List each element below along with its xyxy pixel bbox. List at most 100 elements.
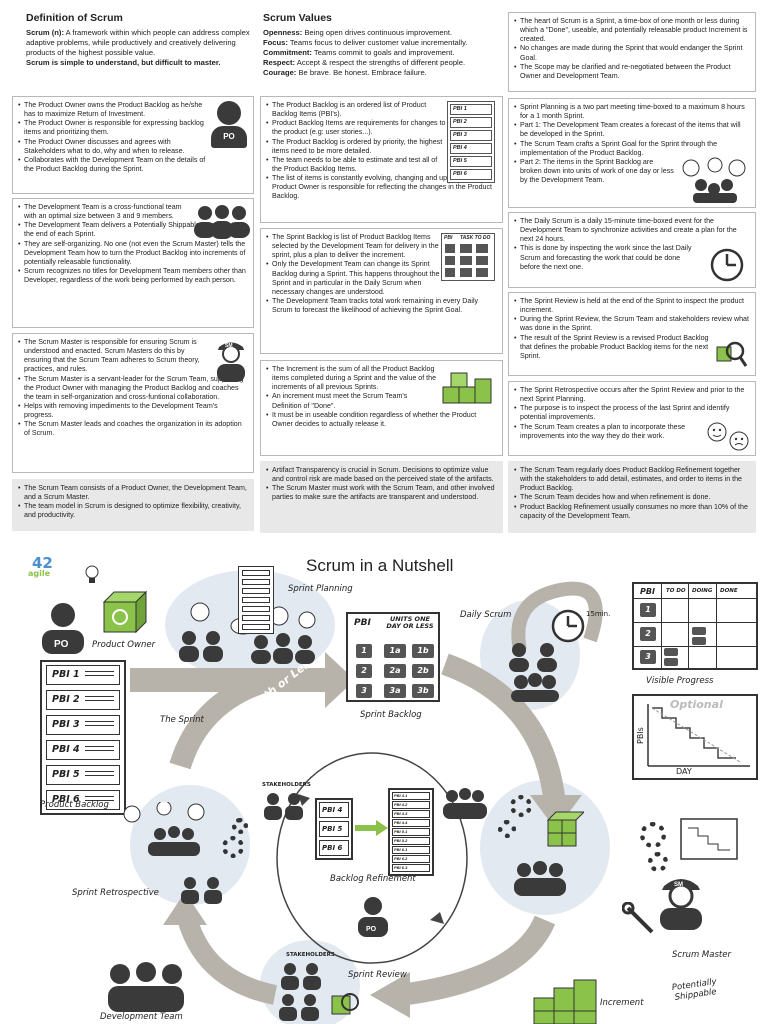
list-item: The Scrum Master is responsible for ensu… bbox=[18, 338, 208, 375]
list-item: It must be in useable condition regardle… bbox=[266, 411, 497, 429]
list-item: Product Backlog Refinement usually consu… bbox=[514, 503, 750, 521]
gear-icon bbox=[498, 820, 516, 838]
gear-icon bbox=[510, 795, 532, 817]
list-item: The Product Backlog is ordered by priori… bbox=[266, 138, 446, 156]
stakeholders-top-label: STAKEHOLDERS bbox=[262, 782, 311, 788]
product-backlog-label: Product Backlog bbox=[40, 800, 109, 810]
day-axis-label: DAY bbox=[676, 767, 692, 776]
definition-heading: Definition of Scrum bbox=[26, 12, 123, 24]
visible-progress-board: PBI TO DO DOING DONE 1 2 3 bbox=[632, 582, 758, 670]
retrospective-figures bbox=[123, 802, 205, 856]
burndown-chart bbox=[632, 694, 758, 780]
sprint-card: The heart of Scrum is a Sprint, a time-b… bbox=[508, 12, 756, 92]
definition-tagline: Scrum is simple to understand, but diffi… bbox=[26, 57, 221, 67]
list-item: No changes are made during the Sprint th… bbox=[514, 44, 750, 62]
sprint-backlog-board: PBI UNITS ONE DAY OR LESS 1 1a 1b 2 2a 2… bbox=[346, 612, 440, 702]
scrum-master-figure: SM bbox=[660, 879, 702, 930]
backlog-refinement-card: The Scrum Team regularly does Product Ba… bbox=[508, 461, 756, 533]
product-backlog-mini: PBI 1 PBI 2 PBI 3 PBI 4 PBI 5 PBI 6 bbox=[447, 101, 495, 183]
svg-text:SM: SM bbox=[225, 343, 233, 349]
pbi-row: PBI 6 bbox=[46, 790, 120, 810]
daily-scrum-people bbox=[509, 643, 559, 702]
fifteen-min-label: 15min. bbox=[586, 610, 611, 618]
sprint-cycle-arrows bbox=[130, 581, 603, 1018]
lightbulb-icon bbox=[85, 565, 99, 583]
increment-cubes-icon bbox=[442, 372, 492, 404]
review-stakeholders bbox=[281, 963, 321, 990]
list-item: The team model in Scrum is designed to o… bbox=[18, 502, 248, 520]
scrum-team-card: The Scrum Team consists of a Product Own… bbox=[12, 479, 254, 531]
increment-label: Increment bbox=[600, 998, 644, 1008]
sprint-planning-card: Sprint Planning is a two part meeting ti… bbox=[508, 98, 756, 208]
scrum-nutshell-diagram: 42 agile Scrum in a Nutshell One Month o… bbox=[0, 540, 768, 1024]
list-item: Collaborates with the Development Team o… bbox=[18, 156, 208, 174]
list-item: The Scrum Team consists of a Product Own… bbox=[18, 484, 248, 502]
list-item: This is done by inspecting the work sinc… bbox=[514, 244, 699, 271]
list-item: The Daily Scrum is a daily 15-minute tim… bbox=[514, 217, 750, 244]
list-item: The Scrum Team creates a plan to incorpo… bbox=[514, 423, 709, 441]
scrum-master-icon: SM bbox=[217, 342, 245, 382]
the-sprint-label: The Sprint bbox=[160, 715, 204, 725]
list-item: The Scrum Team crafts a Sprint Goal for … bbox=[514, 140, 750, 158]
daily-clock-icon bbox=[551, 609, 585, 643]
list-item: The Sprint Backlog is list of Product Ba… bbox=[266, 233, 441, 260]
sprint-retrospective-label: Sprint Retrospective bbox=[72, 888, 159, 898]
list-item: The purpose is to inspect the process of… bbox=[514, 404, 750, 422]
diagram-title: Scrum in a Nutshell bbox=[306, 556, 454, 575]
list-item: The Product Owner is responsible for exp… bbox=[18, 119, 208, 137]
daily-scrum-label: Daily Scrum bbox=[460, 610, 512, 620]
sprint-planning-label: Sprint Planning bbox=[288, 584, 353, 594]
list-item: The Development Team is a cross-function… bbox=[18, 203, 193, 221]
pbi-row: PBI 1 bbox=[46, 665, 120, 685]
team-thinking-icon bbox=[682, 157, 746, 203]
list-item: The Increment is the sum of all the Prod… bbox=[266, 365, 438, 392]
list-item: Product Backlog Items are requirements f… bbox=[266, 119, 446, 137]
list-item: The Scrum Team decides how and when refi… bbox=[514, 493, 750, 502]
list-item: An increment must meet the Scrum Team's … bbox=[266, 392, 438, 410]
development-team-card: The Development Team is a cross-function… bbox=[12, 198, 254, 328]
list-item: The Product Owner owns the Product Backl… bbox=[18, 101, 208, 119]
wrench-icon bbox=[622, 902, 654, 934]
product-box-icon bbox=[102, 590, 148, 634]
value-item: Commitment: Teams commit to goals and im… bbox=[263, 47, 455, 57]
value-item: Respect: Accept & respect the strengths … bbox=[263, 57, 466, 67]
list-item: Part 1: The Development Team creates a f… bbox=[514, 121, 750, 139]
list-item: Part 2: The items in the Sprint Backlog … bbox=[514, 158, 674, 185]
scrum-values: Scrum Values Openness: Being open drives… bbox=[263, 12, 503, 78]
list-item: Scrum recognizes no titles for Developme… bbox=[18, 267, 248, 285]
list-item: The Scrum Master is a servant-leader for… bbox=[18, 375, 248, 402]
development-team-icon bbox=[194, 205, 250, 239]
list-item: The Scope may be clarified and re-negoti… bbox=[514, 63, 750, 81]
retro-po-sm-figures bbox=[181, 877, 222, 904]
list-item: The heart of Scrum is a Sprint, a time-b… bbox=[514, 17, 750, 44]
product-backlog-list: PBI 1 PBI 2 PBI 3 PBI 4 PBI 5 PBI 6 bbox=[40, 660, 126, 815]
refined-pbi-list: PBI 4.1 PBI 4.2 PBI 4.3 PBI 4.4 PBI 5.1 … bbox=[388, 788, 434, 876]
svg-text:PO: PO bbox=[366, 926, 377, 933]
pbi-row: PBI 2 bbox=[46, 690, 120, 710]
increment-team-figures bbox=[514, 861, 566, 896]
pbi-row: PBI 5 bbox=[46, 765, 120, 785]
logo-subtext: agile bbox=[28, 569, 51, 578]
refinement-po-figure: PO bbox=[358, 897, 388, 937]
list-item: Helps with removing impediments to the D… bbox=[18, 402, 248, 420]
list-item: During the Sprint Review, the Scrum Team… bbox=[514, 315, 750, 333]
visible-progress-label: Visible Progress bbox=[646, 676, 714, 686]
clock-icon bbox=[710, 248, 744, 282]
sprint-review-label: Sprint Review bbox=[348, 970, 407, 980]
list-item: The Sprint Retrospective occurs after th… bbox=[514, 386, 750, 404]
list-item: The Product Owner discusses and agrees w… bbox=[18, 138, 208, 156]
backlog-refinement-label: Backlog Refinement bbox=[330, 874, 416, 884]
increment-card: The Increment is the sum of all the Prod… bbox=[260, 360, 503, 456]
refinement-pbi-list: PBI 4 PBI 5 PBI 6 bbox=[315, 798, 353, 860]
development-team-figure bbox=[108, 962, 184, 1012]
logo: 42 bbox=[32, 554, 53, 572]
daily-scrum-card: The Daily Scrum is a daily 15-minute tim… bbox=[508, 212, 756, 288]
list-item: The list of items is constantly evolving… bbox=[266, 174, 497, 201]
increment-cubes bbox=[533, 979, 597, 1024]
list-item: Only the Development Team can change its… bbox=[266, 260, 441, 297]
pbi-row: PBI 4 bbox=[46, 740, 120, 760]
list-item: The result of the Sprint Review is a rev… bbox=[514, 334, 714, 361]
stakeholders-bottom-label: STAKEHOLDERS bbox=[286, 952, 335, 958]
magnifier-icon bbox=[716, 341, 748, 367]
definition-term: Scrum (n): bbox=[26, 27, 64, 37]
